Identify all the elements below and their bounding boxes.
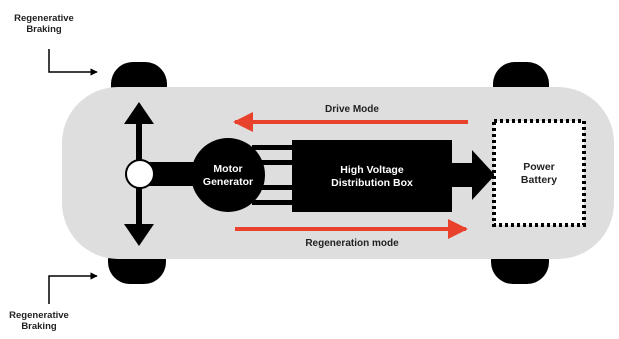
battery-label-line2: Battery bbox=[521, 174, 557, 186]
motor-generator bbox=[191, 138, 265, 212]
connector-wire-3 bbox=[252, 185, 296, 190]
power-battery bbox=[492, 119, 586, 227]
motor-generator-label-line2: Generator bbox=[203, 176, 253, 188]
callout-bottom-line1: Regenerative bbox=[9, 310, 69, 321]
box-to-battery-arrowhead bbox=[472, 150, 495, 200]
distribution-box-label-line2: Distribution Box bbox=[331, 177, 413, 189]
callout-bottom-leader bbox=[48, 272, 98, 304]
callout-top-leader bbox=[48, 49, 98, 76]
distribution-box-label-line1: High Voltage bbox=[340, 164, 404, 176]
front-axle-arrowhead-down bbox=[124, 224, 154, 246]
connector-wire-4 bbox=[252, 200, 296, 205]
motor-generator-label-line1: Motor bbox=[213, 163, 242, 175]
connector-wire-1 bbox=[252, 145, 296, 150]
callout-top-line1: Regenerative bbox=[14, 13, 74, 24]
box-to-battery-arrow-shaft bbox=[452, 163, 474, 187]
front-axle-arrowhead-up bbox=[124, 102, 154, 124]
callout-top-line2: Braking bbox=[26, 24, 62, 35]
drive-mode-label: Drive Mode bbox=[325, 104, 379, 115]
regeneration-mode-label: Regeneration mode bbox=[305, 238, 399, 249]
connector-wire-2 bbox=[252, 160, 296, 165]
battery-label-line1: Power bbox=[523, 161, 555, 173]
high-voltage-distribution-box bbox=[292, 140, 452, 212]
wheel-hub-circle bbox=[125, 159, 155, 189]
callout-bottom-line2: Braking bbox=[21, 321, 57, 332]
